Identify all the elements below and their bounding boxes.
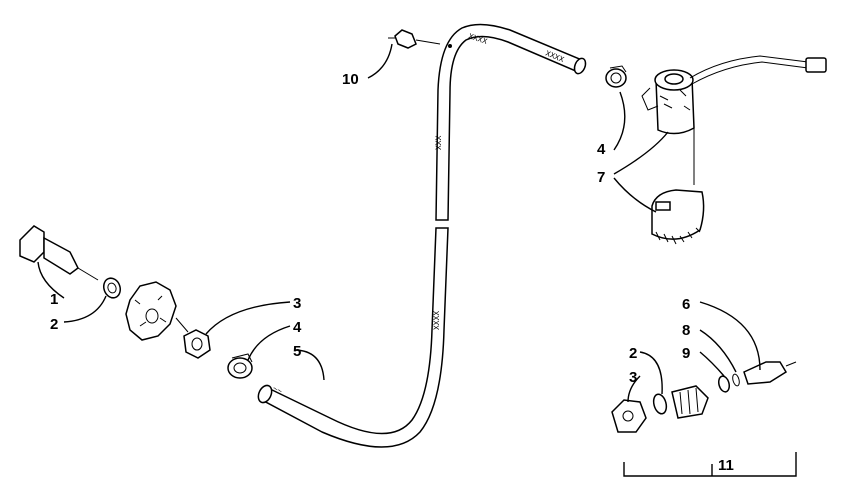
callout-2: 2 (50, 316, 58, 333)
grommet-plate (125, 281, 189, 341)
callout-5: 5 (293, 343, 301, 360)
fuel-hose: XXXX XXXX XXX XXXX ~~ (257, 23, 587, 448)
callout-10: 10 (342, 71, 359, 88)
callout-9: 9 (682, 345, 690, 362)
callout-11: 11 (718, 457, 734, 474)
fuel-pump-assembly (641, 55, 827, 185)
breather-fitting (388, 29, 452, 49)
hose-marking: XXXX (433, 311, 442, 330)
hose-marking: ~~ (271, 385, 284, 397)
leader-lines (37, 43, 761, 476)
callout-labels: 1 2 3 4 5 10 4 7 6 8 9 2 3 11 (50, 71, 734, 474)
hose-clamp-upper (605, 65, 627, 88)
callout-4: 4 (293, 319, 302, 336)
callout-7: 7 (597, 169, 605, 186)
callout-2-inset: 2 (629, 345, 637, 362)
washer-left (102, 277, 122, 299)
hose-marking: XXX (435, 135, 444, 150)
callout-1: 1 (50, 291, 58, 308)
callout-6: 6 (682, 296, 690, 313)
tank-fitting (19, 225, 99, 281)
hex-nut-left (183, 329, 211, 359)
pump-bracket-clamp (651, 189, 705, 245)
callout-3-inset: 3 (629, 369, 637, 386)
valve-assembly (611, 361, 797, 433)
callout-8: 8 (682, 322, 690, 339)
hose-clamp-lower (227, 353, 253, 379)
callout-4-upper: 4 (597, 141, 606, 158)
callout-3: 3 (293, 295, 301, 312)
assembly-bracket (623, 452, 797, 477)
